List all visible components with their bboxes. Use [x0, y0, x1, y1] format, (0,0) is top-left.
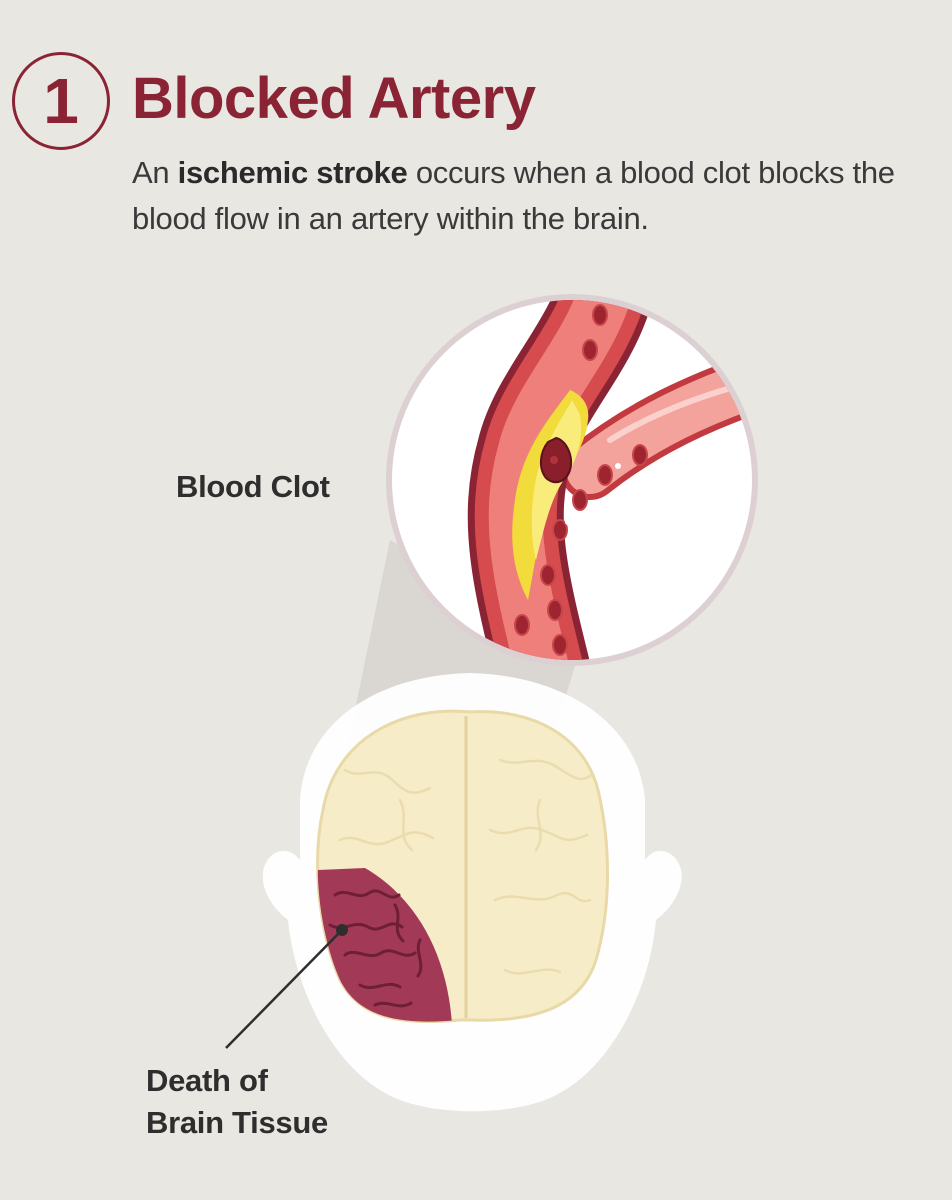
brain — [316, 709, 609, 1024]
blood-cells — [514, 304, 648, 656]
description-rest: occurs when a blood clot blocks the bloo… — [132, 155, 895, 236]
step-number: 1 — [43, 65, 79, 137]
blood-clot — [540, 436, 572, 484]
step-number-badge: 1 — [12, 52, 110, 150]
death-of-tissue-label: Death of Brain Tissue — [146, 1060, 386, 1144]
blood-clot-label: Blood Clot — [176, 469, 330, 504]
death-pointer-dot — [336, 924, 348, 936]
description-emphasis: ischemic stroke — [177, 155, 408, 190]
death-label-line-2: Brain Tissue — [146, 1105, 328, 1140]
death-label-line-1: Death of — [146, 1063, 268, 1098]
description-intro: An — [132, 155, 178, 190]
page-title: Blocked Artery — [132, 66, 536, 131]
death-pointer-line — [225, 929, 343, 1049]
description: An ischemic stroke occurs when a blood c… — [132, 150, 947, 242]
